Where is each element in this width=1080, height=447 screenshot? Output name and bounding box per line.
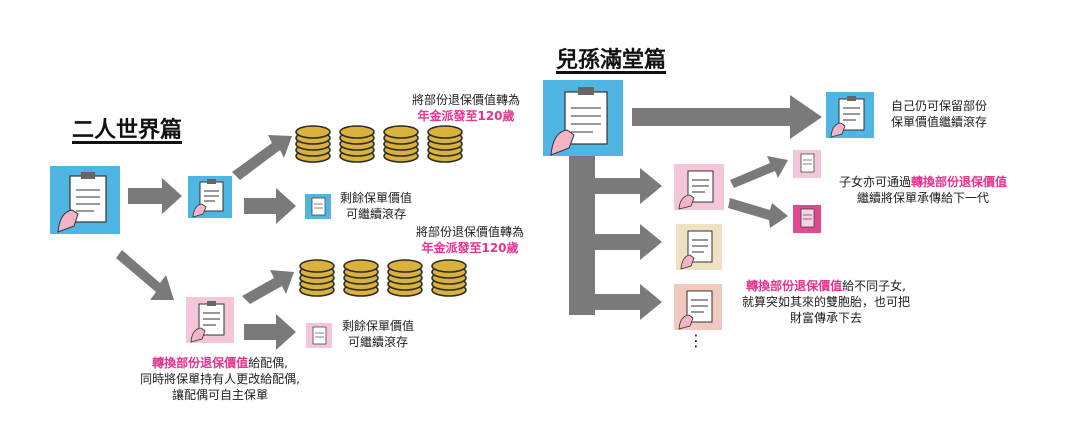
children-inherit-note: 子女亦可通過轉換部份退保價值 繼續將保單承傳給下一代 (828, 174, 1018, 206)
more-children-indicator: ⋮ (688, 331, 704, 350)
arrow-icon (244, 188, 296, 224)
split-text: 財富傳承下去 (789, 311, 862, 325)
coin-stack-icon (427, 125, 463, 163)
insurance-policy-icon (676, 224, 722, 270)
insurance-policy-icon (186, 297, 234, 343)
keep-text: 自己仍可保留部份 (890, 99, 987, 113)
coin-stack-icon (387, 259, 423, 297)
couple-arrows (116, 135, 296, 350)
remaining-text: 剩餘保單價值 (341, 319, 414, 333)
transfer-highlight: 轉換部份退保價值 (152, 356, 249, 370)
annuity-text: 將部份退保價值轉為 (411, 93, 520, 107)
trunk-bar (569, 150, 595, 315)
coin-stack-icon (339, 125, 375, 163)
remaining-text: 可繼續滾存 (345, 207, 406, 221)
split-text: 就算突如其來的雙胞胎，也可把 (741, 295, 910, 309)
annuity-text: 將部份退保價值轉為 (415, 225, 524, 239)
insurance-policy-icon (306, 323, 332, 348)
inherit-text: 子女亦可通過 (838, 175, 911, 189)
insurance-policy-icon (674, 164, 724, 210)
inherit-highlight: 轉換部份退保價值 (911, 175, 1008, 189)
arrow-icon (244, 314, 296, 350)
bottom-annuity-note: 將部份退保價值轉為 年金派發至120歲 (400, 224, 540, 256)
spouse-transfer-note: 轉換部份退保價值給配偶, 同時將保單持有人更改給配偶, 讓配偶可自主保單 (130, 355, 310, 403)
insurance-policy-icon (188, 176, 232, 218)
transfer-text: 給配偶, (248, 356, 288, 370)
arrow-icon (242, 270, 294, 304)
insurance-policy-icon (793, 150, 821, 178)
coin-stack-icon (383, 125, 419, 163)
bottom-remaining-note: 剩餘保單價值 可繼續滾存 (338, 318, 418, 350)
arrow-icon (232, 135, 292, 180)
insurance-policy-icon (674, 284, 722, 330)
annuity-highlight: 年金派發至120歲 (421, 241, 519, 255)
family-section-title: 兒孫滿堂篇 (556, 48, 667, 73)
insurance-policy-icon (50, 166, 120, 234)
coin-stack-icon (299, 259, 335, 297)
arrow-icon (595, 168, 662, 204)
coin-stacks-bottom (299, 259, 467, 297)
arrow-icon (128, 178, 182, 214)
insurance-policy-icon (305, 194, 331, 219)
insurance-policy-icon (826, 92, 874, 138)
top-remaining-note: 剩餘保單價值 可繼續滾存 (336, 190, 416, 222)
coin-stack-icon (343, 259, 379, 297)
arrow-icon (728, 198, 788, 228)
remaining-text: 可繼續滾存 (347, 335, 408, 349)
split-children-note: 轉換部份退保價值給不同子女, 就算突如其來的雙胞胎，也可把 財富傳承下去 (726, 278, 926, 326)
insurance-policy-icon (793, 205, 821, 233)
split-highlight: 轉換部份退保價值 (746, 279, 843, 293)
coin-stack-icon (295, 125, 331, 163)
annuity-highlight: 年金派發至120歲 (417, 109, 515, 123)
inherit-text: 繼續將保單承傳給下一代 (856, 191, 989, 205)
family-arrows (569, 95, 822, 320)
split-text: 給不同子女, (842, 279, 906, 293)
keep-value-note: 自己仍可保留部份 保單價值繼續滾存 (884, 98, 994, 130)
arrow-icon (595, 284, 662, 320)
keep-text: 保單價值繼續滾存 (890, 115, 987, 129)
top-annuity-note: 將部份退保價值轉為 年金派發至120歲 (396, 92, 536, 124)
coin-stacks-top (295, 125, 463, 163)
insurance-policy-icon (543, 80, 623, 156)
remaining-text: 剩餘保單價值 (339, 191, 412, 205)
arrow-icon (116, 250, 174, 300)
arrow-icon (595, 224, 662, 260)
coin-stack-icon (431, 259, 467, 297)
transfer-text: 同時將保單持有人更改給配偶, (140, 372, 300, 386)
couple-section-title: 二人世界篇 (72, 118, 183, 143)
arrow-icon (632, 95, 822, 139)
arrow-icon (730, 156, 788, 188)
transfer-text: 讓配偶可自主保單 (171, 388, 268, 402)
